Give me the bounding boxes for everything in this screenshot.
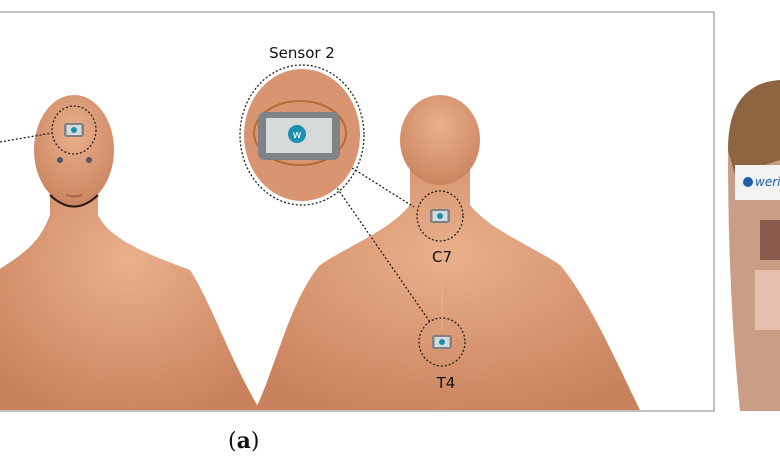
c7-sensor — [430, 209, 450, 223]
back-body-figure — [255, 95, 640, 410]
caption-letter: a — [236, 428, 251, 454]
c7-label: C7 — [432, 248, 452, 266]
subfigure-caption: (a) — [228, 428, 259, 454]
t4-sensor-highlight — [418, 317, 466, 367]
participant-photo: weri — [728, 80, 780, 411]
caption-open: ( — [228, 429, 237, 454]
svg-text:w: w — [293, 128, 302, 141]
forehead-sensor-highlight — [51, 105, 97, 155]
sensor-2-callout: w — [239, 64, 431, 323]
sensor-2-label: Sensor 2 — [269, 44, 335, 62]
headband-logo: weri — [755, 175, 780, 189]
caption-close: ) — [250, 429, 260, 454]
front-body-figure — [0, 95, 260, 410]
forehead-sensor — [64, 123, 84, 137]
t4-label: T4 — [436, 374, 456, 392]
t4-sensor — [432, 335, 452, 349]
c7-sensor-highlight — [416, 190, 464, 242]
